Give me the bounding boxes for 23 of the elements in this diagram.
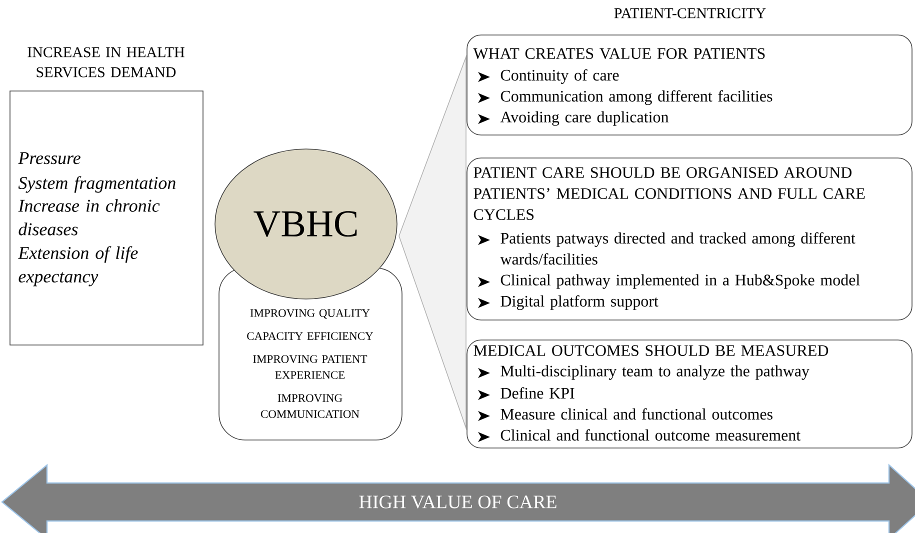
list-item: Increase in chronic diseases <box>18 199 160 236</box>
list-item: IMPROVING COMMUNICATION <box>260 394 360 418</box>
list-item: Continuity of care <box>500 69 619 84</box>
box-heading: MEDICAL OUTCOMES SHOULD BE MEASURED <box>474 345 828 356</box>
list-item: IMPROVING PATIENT EXPERIENCE <box>253 355 368 379</box>
list-item: Digital platform support <box>500 295 658 310</box>
list-item: System fragmentation <box>18 176 176 193</box>
section-heading: PATIENT-CENTRICITY <box>614 8 766 18</box>
box-heading: PATIENT CARE SHOULD BE ORGANISED AROUND PATIENTS’ MEDICAL CONDITIONS AND FULL CARE CYCLES <box>474 167 865 220</box>
list-item: Pressure <box>18 152 80 164</box>
list-item: Measure clinical and functional outcomes <box>500 408 772 420</box>
box-heading: INCREASE IN HEALTH SERVICES DEMAND <box>28 47 184 78</box>
list-item: Multi-disciplinary team to analyze the pathway <box>500 365 810 380</box>
list-item: CAPACITY EFFICIENCY <box>247 332 374 340</box>
list-item: Clinical pathway implemented in a Hub&Spoke model <box>500 274 860 289</box>
list-item: Define KPI <box>500 387 574 399</box>
list-item: IMPROVING QUALITY <box>250 309 370 319</box>
list-item: Patients patways directed and tracked among different wards/facilities <box>500 232 856 265</box>
box-heading: WHAT CREATES VALUE FOR PATIENTS <box>473 48 765 60</box>
list-item: Extension of life expectancy <box>18 246 138 286</box>
list-item: Clinical and functional outcome measurement <box>500 429 800 441</box>
list-item: Avoiding care duplication <box>500 111 669 126</box>
list-item: Communication among different facilities <box>500 90 772 105</box>
